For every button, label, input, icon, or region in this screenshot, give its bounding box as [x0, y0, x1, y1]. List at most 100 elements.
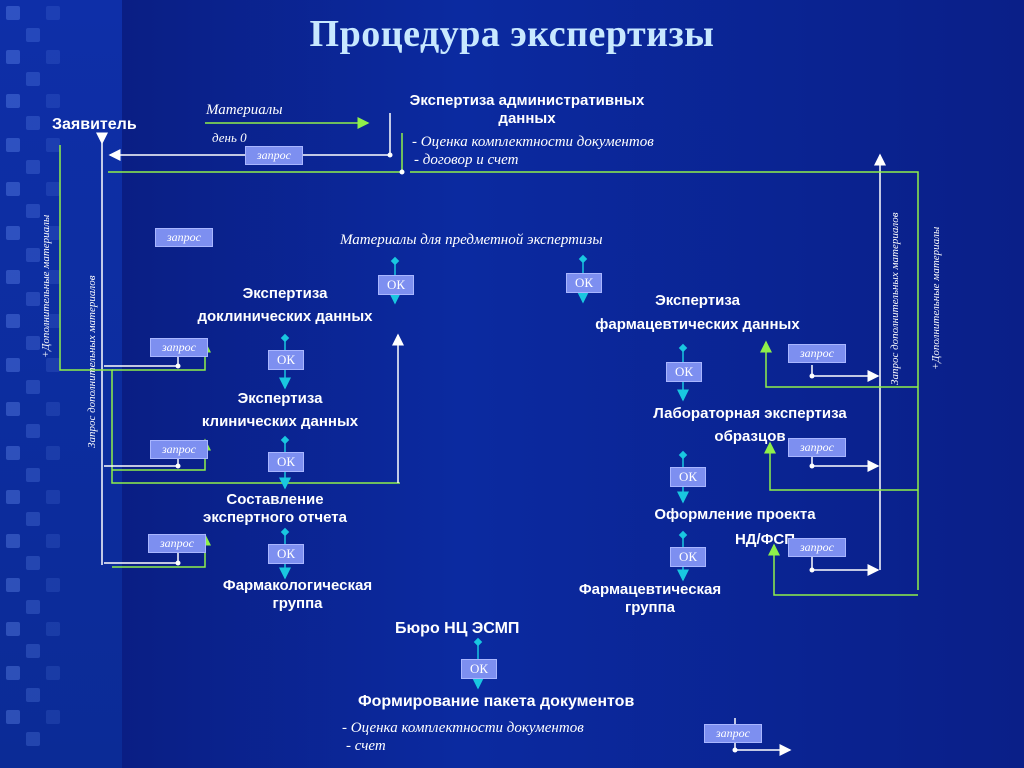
connector-dots: [280, 254, 688, 647]
preclinical-line1: Экспертиза: [242, 285, 328, 302]
vertical-add-materials-left: +Дополнительные материалы: [40, 214, 52, 358]
decorative-tile: [26, 292, 40, 306]
vertical-add-materials-right: +Дополнительные материалы: [930, 226, 942, 370]
bureau-label: Бюро НЦ ЭСМП: [395, 620, 520, 637]
ok-box-1: ОК: [378, 275, 414, 295]
decorative-tile: [26, 512, 40, 526]
decorative-tile: [46, 578, 60, 592]
report-block: Составление экспертного отчета: [150, 491, 400, 527]
request-box-r1: запрос: [788, 344, 846, 363]
materials-label: Материалы: [206, 102, 283, 118]
report-line1: Составление: [226, 491, 324, 508]
decorative-tile: [26, 72, 40, 86]
decorative-tile: [6, 402, 20, 416]
arrow-request-r1: [811, 365, 880, 382]
decorative-tile: [46, 446, 60, 460]
arrow-green-r1: [760, 340, 918, 388]
decorative-tile: [26, 28, 40, 42]
decorative-tile: [6, 226, 20, 240]
pharmacol-group-line1: Фармакологическая: [222, 577, 373, 594]
lab-exp-line1: Лабораторная экспертиза: [653, 405, 847, 422]
decorative-tile: [26, 204, 40, 218]
ok-box-r3: ОК: [670, 467, 706, 487]
decorative-tile: [26, 424, 40, 438]
pharm-exp-line2: фармацевтических данных: [595, 316, 800, 333]
nd-project-line2: НД/ФСП: [734, 531, 796, 548]
ok-box-4: ОК: [268, 544, 304, 564]
decorative-tile: [6, 270, 20, 284]
ok-box-r2: ОК: [666, 362, 702, 382]
admin-exp-title: Экспертиза административных данных: [372, 92, 682, 128]
admin-exp-line1: Экспертиза административных: [409, 92, 645, 109]
request-box-top: запрос: [245, 146, 303, 165]
nd-project-line1: Оформление проекта: [654, 506, 816, 523]
request-box-2: запрос: [150, 440, 208, 459]
decorative-tile: [6, 314, 20, 328]
decorative-tile: [6, 94, 20, 108]
decorative-tile: [6, 182, 20, 196]
decorative-tile: [46, 358, 60, 372]
decorative-tile: [46, 270, 60, 284]
decorative-tile: [6, 534, 20, 548]
vertical-request-add-left: Запрос дополнительных материалов: [86, 275, 98, 448]
decorative-tile: [26, 116, 40, 130]
admin-bullet-1: - Оценка комплектности документов: [412, 134, 654, 150]
decorative-tile: [6, 446, 20, 460]
decorative-tile: [6, 666, 20, 680]
request-box-r3: запрос: [788, 538, 846, 557]
decorative-tile: [46, 226, 60, 240]
admin-bullet-2: - договор и счет: [414, 152, 519, 168]
arrow-green-r3: [768, 543, 918, 596]
admin-exp-line2: данных: [498, 110, 556, 127]
request-box-left-top: запрос: [155, 228, 213, 247]
clinical-line2: клинических данных: [201, 413, 359, 430]
arrow-green-r2: [764, 441, 918, 491]
decorative-tile: [46, 314, 60, 328]
decorative-tile: [46, 666, 60, 680]
decorative-tile: [6, 138, 20, 152]
pharm-exp-line1: Экспертиза: [655, 292, 740, 309]
preclinical-line2: доклинических данных: [197, 308, 373, 325]
ok-box-r4: ОК: [670, 547, 706, 567]
page-title: Процедура экспертизы: [309, 13, 715, 55]
pharmacol-group-line2: группа: [272, 595, 323, 612]
clinical-block: Экспертиза клинических данных: [155, 390, 405, 431]
decorative-tile: [26, 732, 40, 746]
decorative-tile: [6, 578, 20, 592]
pharm-exp-block: Экспертиза фармацевтических данных: [555, 292, 840, 334]
decorative-tile: [46, 710, 60, 724]
package-bullet-2: - счет: [346, 738, 386, 754]
decorative-tile: [46, 534, 60, 548]
decorative-tile: [26, 248, 40, 262]
decorative-tile: [26, 380, 40, 394]
decorative-tile: [26, 556, 40, 570]
decorative-tile: [46, 138, 60, 152]
decorative-tile: [46, 402, 60, 416]
request-box-1: запрос: [150, 338, 208, 357]
right-spine-green: [410, 171, 919, 590]
ok-box-r1: ОК: [566, 273, 602, 293]
decorative-tile: [6, 622, 20, 636]
decorative-tile: [46, 490, 60, 504]
decorative-tile: [6, 358, 20, 372]
ok-box-3: ОК: [268, 452, 304, 472]
decorative-tile: [26, 468, 40, 482]
pharm-group-line1: Фармацевтическая: [578, 581, 722, 598]
decorative-tile: [46, 94, 60, 108]
decorative-tile: [46, 182, 60, 196]
pharmacol-group-block: Фармакологическая группа: [175, 577, 420, 613]
arrow-request-r3: [811, 555, 880, 576]
lab-exp-block: Лабораторная экспертиза образцов: [615, 405, 885, 446]
decorative-tile: [6, 50, 20, 64]
decorative-tile: [46, 622, 60, 636]
report-line2: экспертного отчета: [203, 509, 347, 526]
ok-box-bottom: ОК: [461, 659, 497, 679]
request-box-3: запрос: [148, 534, 206, 553]
ok-box-2: ОК: [268, 350, 304, 370]
applicant-label: Заявитель: [52, 116, 137, 133]
lab-exp-line2: образцов: [714, 428, 786, 445]
decorative-tile: [26, 336, 40, 350]
package-bullet-1: - Оценка комплектности документов: [342, 720, 584, 736]
